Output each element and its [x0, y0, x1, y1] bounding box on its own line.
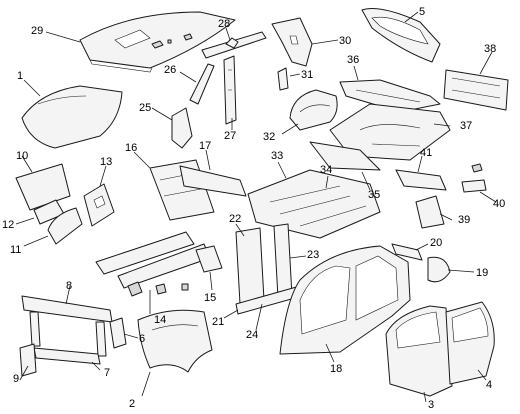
callout-40: 40: [493, 198, 505, 210]
callout-2: 2: [129, 398, 135, 410]
front-pillar-outer: [235, 227, 265, 305]
callout-35: 35: [368, 189, 380, 201]
center-pillar-outer: [273, 223, 293, 299]
callout-26: 26: [164, 64, 176, 76]
callout-5: 5: [419, 6, 425, 18]
callout-29: 29: [31, 25, 43, 37]
callout-33: 33: [271, 150, 283, 162]
a-pillar-lower: [171, 107, 193, 149]
callout-22: 22: [229, 213, 241, 225]
roof-panel: [79, 11, 236, 73]
callout-28: 28: [218, 18, 230, 30]
callout-12: 12: [2, 219, 14, 231]
callout-3: 3: [428, 399, 434, 411]
radiator-support-side: [19, 343, 37, 377]
b-pillar-inner: [223, 55, 237, 125]
callout-21: 21: [212, 316, 224, 328]
callout-9: 9: [13, 373, 19, 385]
callout-32: 32: [263, 131, 275, 143]
radiator-support-bracket: [195, 245, 223, 273]
rear-wheelhouse: [289, 89, 338, 131]
front-floor-pan: [247, 169, 381, 239]
lower-tie-bar: [33, 347, 101, 365]
callout-16: 16: [125, 142, 137, 154]
strut-tower: [83, 183, 115, 227]
callout-30: 30: [339, 35, 351, 47]
rear-liftgate: [361, 8, 441, 63]
rear-frame-extension: [415, 195, 445, 229]
quarter-panel-extension: [391, 243, 423, 261]
fuel-filler-housing: [427, 256, 451, 283]
headlamp-mounting-panel: [109, 317, 127, 349]
callout-18: 18: [330, 363, 342, 375]
callout-19: 19: [476, 267, 488, 279]
callout-labels: 1 2 3 4 5 6 7 8 9 10 11 12 13 14 15 16 1…: [2, 6, 505, 411]
callout-23: 23: [307, 249, 319, 261]
callout-20: 20: [430, 237, 442, 249]
callout-38: 38: [484, 43, 496, 55]
rear-side-member: [395, 169, 447, 191]
callout-25: 25: [139, 102, 151, 114]
c-pillar-upper-reinforcement: [271, 17, 313, 67]
callout-39: 39: [458, 214, 470, 226]
a-pillar-inner: [189, 63, 215, 105]
callout-14: 14: [154, 314, 166, 326]
callout-41: 41: [420, 147, 432, 159]
callout-17: 17: [199, 140, 211, 152]
callout-37: 37: [460, 120, 472, 132]
callout-10: 10: [16, 150, 28, 162]
hood-panel: [21, 85, 123, 149]
cowl-top-panel: [179, 165, 247, 197]
callout-36: 36: [347, 54, 359, 66]
front-door-panel: [385, 305, 453, 397]
callout-24: 24: [246, 329, 258, 341]
side-body-outer-panel: [279, 245, 411, 355]
radiator-core-support: [21, 295, 113, 357]
front-rail-brackets: [127, 281, 189, 297]
callout-4: 4: [486, 379, 492, 391]
front-apron-upper: [15, 163, 71, 211]
roof-rail-bracket: [277, 67, 289, 91]
callout-34: 34: [320, 164, 332, 176]
front-side-rail: [95, 231, 211, 289]
callout-15: 15: [204, 292, 216, 304]
front-wheelhouse-inner: [47, 207, 83, 245]
rear-seat-crossmember: [309, 141, 381, 171]
rear-door-panel: [445, 301, 495, 385]
front-fender: [137, 309, 213, 373]
callout-13: 13: [100, 156, 112, 168]
callout-27: 27: [224, 130, 236, 142]
callout-31: 31: [301, 69, 313, 81]
callout-8: 8: [66, 280, 72, 292]
rear-end-panel: [443, 69, 509, 111]
callout-6: 6: [139, 333, 145, 345]
callout-1: 1: [17, 70, 23, 82]
rear-bumper-bracket: [461, 163, 487, 193]
callout-7: 7: [104, 367, 110, 379]
callout-11: 11: [10, 244, 21, 256]
rear-floor-crossmember: [339, 79, 441, 113]
